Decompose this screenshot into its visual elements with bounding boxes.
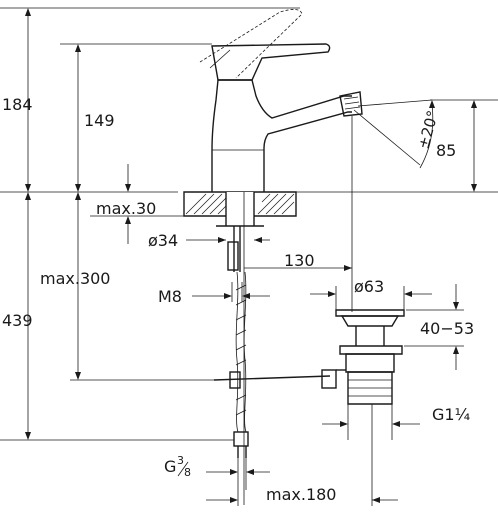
lever-handle <box>199 9 331 81</box>
dim-hose-thread-prefix: G <box>164 457 176 476</box>
dimension-lines <box>0 7 498 506</box>
faucet-body <box>211 79 352 192</box>
dim-total-height: 184 <box>2 95 33 114</box>
dim-outlet-height: 85 <box>436 141 456 160</box>
dim-below-deck: 439 <box>2 311 33 330</box>
dim-outlet-reach: 130 <box>284 251 315 270</box>
dim-hose-thread: G 3 8 <box>164 454 191 479</box>
dim-hole-diameter: ø34 <box>148 231 178 250</box>
dim-thread-m8: M8 <box>158 287 182 306</box>
dim-max-lever-reach: max.180 <box>266 485 336 504</box>
spray-outlet <box>339 91 433 166</box>
flexible-hose <box>233 271 249 458</box>
pop-up-rod <box>213 369 337 389</box>
dim-waste-range: 40−53 <box>420 319 474 338</box>
dim-spout-height: 149 <box>84 111 115 130</box>
counter-top <box>0 191 498 227</box>
dim-waste-thread: G1¼ <box>432 405 470 424</box>
dim-waste-diameter: ø63 <box>354 277 384 296</box>
dim-max-deck: max.30 <box>96 199 156 218</box>
dim-max-hose: max.300 <box>40 269 110 288</box>
dim-hose-thread-den: 8 <box>184 466 191 479</box>
dim-hose-thread-num: 3 <box>177 454 184 467</box>
waste-assembly <box>335 309 405 405</box>
